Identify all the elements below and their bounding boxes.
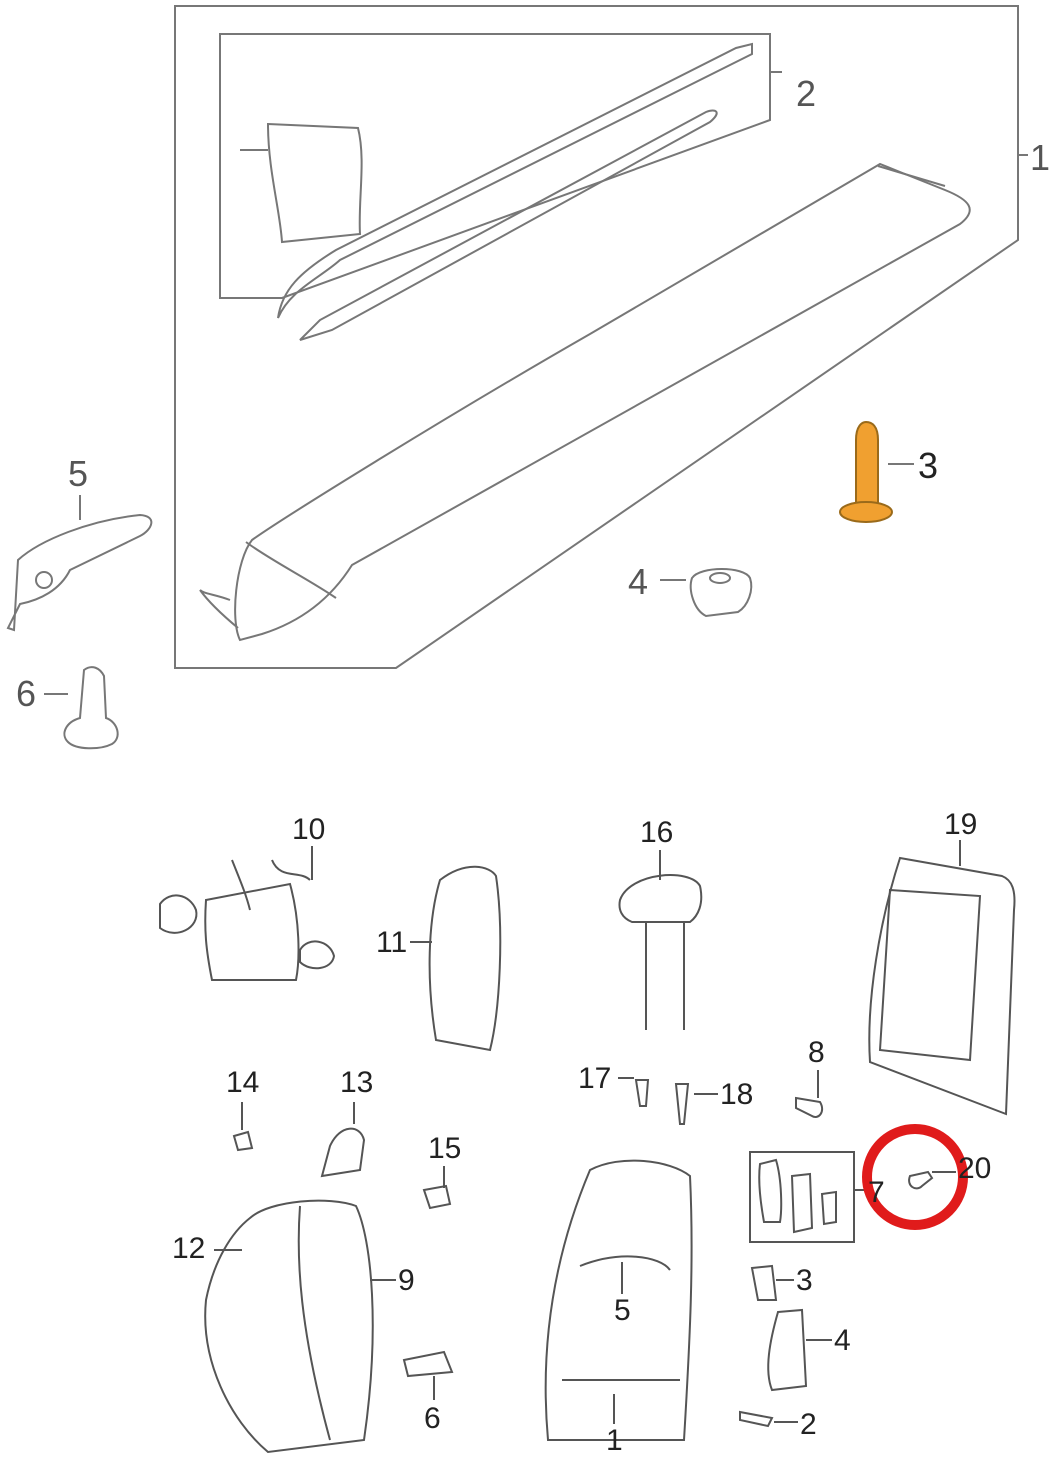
screw-part-2 xyxy=(739,1410,774,1428)
callout-12: 12 xyxy=(172,1232,206,1265)
callout-13: 13 xyxy=(340,1066,374,1099)
connector-part-6 xyxy=(402,1350,454,1378)
seat-pad-part-11 xyxy=(428,865,502,1052)
bracket-part-4 xyxy=(767,1308,808,1392)
pin-part-17 xyxy=(634,1079,650,1107)
strip-lower xyxy=(299,109,718,341)
highlight-circle xyxy=(862,1124,968,1230)
backrest-cover-part-12 xyxy=(204,1199,374,1454)
clip-part-15 xyxy=(422,1184,452,1210)
callout-20: 20 xyxy=(958,1152,992,1185)
pin-part-18 xyxy=(674,1083,690,1125)
callout-6-upper: 6 xyxy=(16,673,37,714)
callout-4-upper: 4 xyxy=(628,561,649,602)
strip-upper xyxy=(277,42,753,319)
bag-part xyxy=(266,122,363,244)
callout-4-lower: 4 xyxy=(834,1324,851,1357)
callout-1-lower: 1 xyxy=(606,1424,623,1457)
callout-9: 9 xyxy=(398,1264,415,1297)
nut-part-4 xyxy=(689,568,753,618)
callout-5-upper: 5 xyxy=(68,453,89,494)
callout-2-lower: 2 xyxy=(800,1408,817,1441)
backrest-panel-part-19 xyxy=(868,856,1016,1116)
callout-10: 10 xyxy=(292,813,326,846)
cover-part-13 xyxy=(320,1127,366,1178)
switch-kit-box-7 xyxy=(749,1151,855,1243)
callout-19: 19 xyxy=(944,808,978,841)
screw-part-6 xyxy=(63,666,119,750)
callout-18: 18 xyxy=(720,1078,754,1111)
bracket-part-5 xyxy=(6,513,153,632)
screw-part-20 xyxy=(908,1170,934,1190)
callout-1-upper: 1 xyxy=(1030,137,1051,178)
clip-part-14 xyxy=(232,1130,254,1152)
callout-16: 16 xyxy=(640,816,674,849)
callout-2-upper: 2 xyxy=(796,73,817,114)
callout-3-lower: 3 xyxy=(796,1264,813,1297)
callout-11: 11 xyxy=(376,926,408,959)
assembly-box-1 xyxy=(174,5,1019,669)
seat-frame-part-1 xyxy=(544,1159,693,1441)
callout-7: 7 xyxy=(868,1176,885,1209)
callout-17: 17 xyxy=(578,1062,612,1095)
callout-15: 15 xyxy=(428,1132,462,1165)
screw-part-8 xyxy=(795,1096,824,1118)
seat-heater-part-10 xyxy=(204,882,300,981)
highlighted-pin-part-3 xyxy=(839,420,893,523)
callout-6-lower: 6 xyxy=(424,1402,441,1435)
callout-3-upper: 3 xyxy=(918,445,939,486)
callout-5-lower: 5 xyxy=(614,1294,631,1327)
headrest-part-16 xyxy=(618,874,703,923)
callout-14: 14 xyxy=(226,1066,260,1099)
clip-part-3 xyxy=(750,1264,778,1301)
callout-8: 8 xyxy=(808,1036,825,1069)
